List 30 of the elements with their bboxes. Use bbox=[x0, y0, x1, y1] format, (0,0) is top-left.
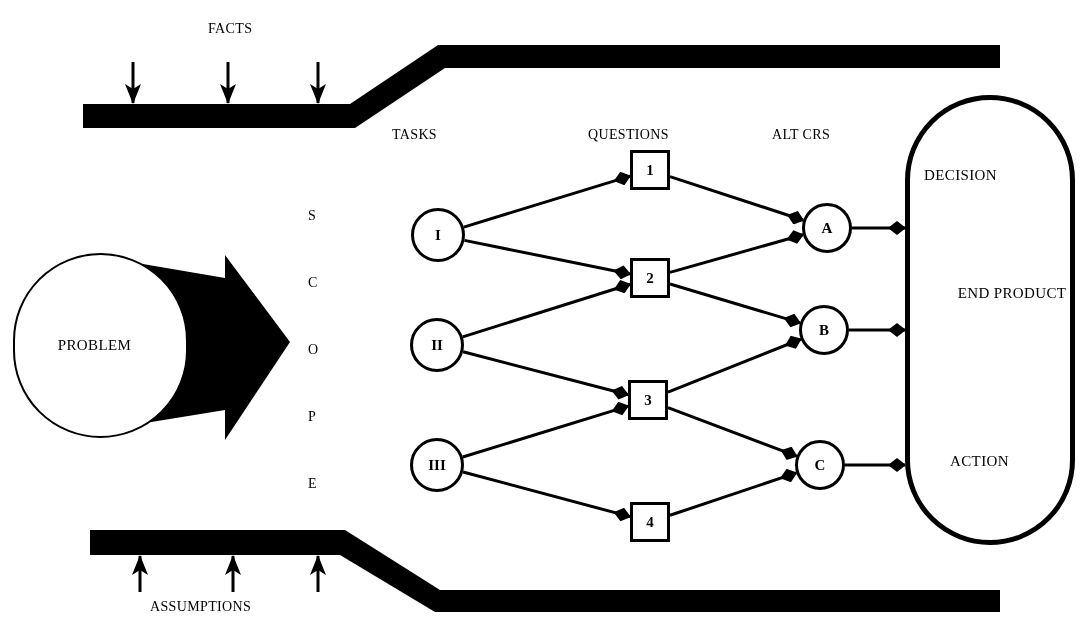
question-box bbox=[628, 380, 668, 420]
node-text: PROBLEM bbox=[57, 336, 132, 356]
question-box bbox=[630, 258, 670, 298]
column-label: ASSUMPTIONS bbox=[150, 598, 252, 616]
node-text: 2 bbox=[646, 268, 654, 288]
question-box bbox=[630, 150, 670, 190]
column-label: QUESTIONS bbox=[588, 126, 669, 144]
column-label: FACTS bbox=[208, 20, 253, 38]
column-label: TASKS bbox=[392, 126, 437, 144]
oval-text: ACTION bbox=[950, 452, 1009, 471]
oval-text: DECISION bbox=[924, 166, 997, 185]
arrow bbox=[220, 62, 236, 104]
node-text: 4 bbox=[646, 512, 654, 532]
node-text: I bbox=[435, 225, 441, 245]
arrow bbox=[310, 62, 326, 104]
oval-text: END PRODUCT bbox=[956, 284, 1068, 303]
node-text: C bbox=[814, 455, 826, 475]
node-text: B bbox=[819, 320, 829, 340]
node-text: 3 bbox=[644, 390, 652, 410]
node-text: A bbox=[821, 218, 833, 238]
node-text: 1 bbox=[646, 160, 654, 180]
node-text: II bbox=[431, 335, 443, 355]
arrow bbox=[125, 62, 141, 104]
column-label: ALT CRS bbox=[772, 126, 831, 144]
vertical-label: SCOPE bbox=[308, 207, 320, 493]
question-box bbox=[630, 502, 670, 542]
arrow bbox=[132, 555, 148, 592]
arrow bbox=[225, 555, 241, 592]
arrow bbox=[310, 555, 326, 592]
node-text: III bbox=[428, 455, 446, 475]
